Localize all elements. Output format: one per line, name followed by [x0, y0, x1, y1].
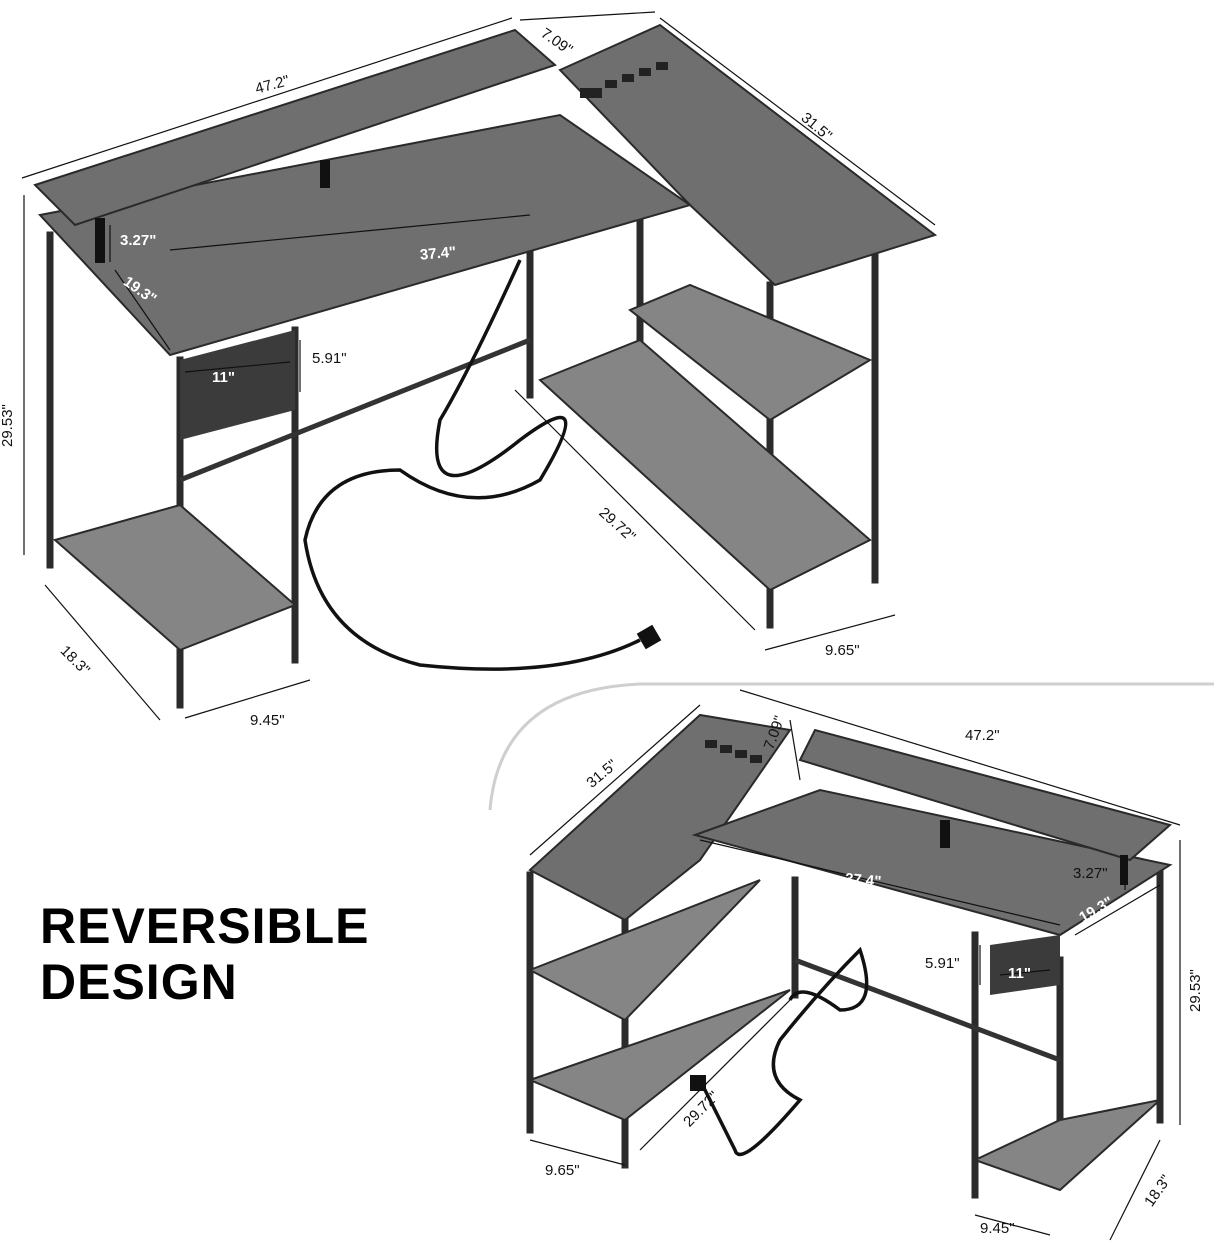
dim-return-length: 31.5": [583, 756, 620, 791]
dim-leg-depth: 18.3": [1141, 1172, 1175, 1210]
plug-icon: [636, 624, 662, 650]
dim-desk-width: 37.4": [844, 870, 882, 890]
drawer: [180, 330, 295, 440]
desk-bottom-view: [526, 713, 1173, 1199]
dim-width: 47.2": [253, 72, 291, 97]
dim-desk-width: 37.4": [419, 244, 457, 264]
reversible-design-headline: REVERSIBLE DESIGN: [40, 898, 370, 1010]
dim-drawer-width: 11": [212, 369, 235, 386]
dim-height: 29.53": [1187, 969, 1204, 1012]
dim-drawer-width: 11": [1008, 965, 1031, 982]
dim-return-width: 9.65": [825, 642, 860, 659]
separator-curve: [488, 682, 1214, 811]
dim-leg-depth: 18.3": [57, 642, 93, 678]
dim-shelf-width: 9.45": [980, 1220, 1015, 1237]
dim-shelf-height: 3.27": [120, 232, 156, 249]
dim-return-width: 9.65": [545, 1162, 580, 1179]
dim-width: 47.2": [965, 727, 1000, 744]
dim-shelf-height: 3.27": [1073, 865, 1108, 882]
headline-line-2: DESIGN: [40, 954, 238, 1010]
bottom-dimension-lines: [529, 689, 1181, 1241]
dim-shelf-width: 9.45": [250, 712, 285, 729]
dim-drawer-height: 5.91": [925, 955, 960, 972]
usb-ports: [605, 62, 668, 88]
top-dimension-lines: [21, 11, 936, 721]
dim-height: 29.53": [0, 404, 16, 447]
power-outlet: [580, 88, 602, 98]
dim-return-inner: 29.72": [595, 504, 638, 545]
desk-top-view: [33, 23, 938, 709]
headline-line-1: REVERSIBLE: [40, 898, 370, 954]
dim-drawer-height: 5.91": [312, 350, 347, 367]
